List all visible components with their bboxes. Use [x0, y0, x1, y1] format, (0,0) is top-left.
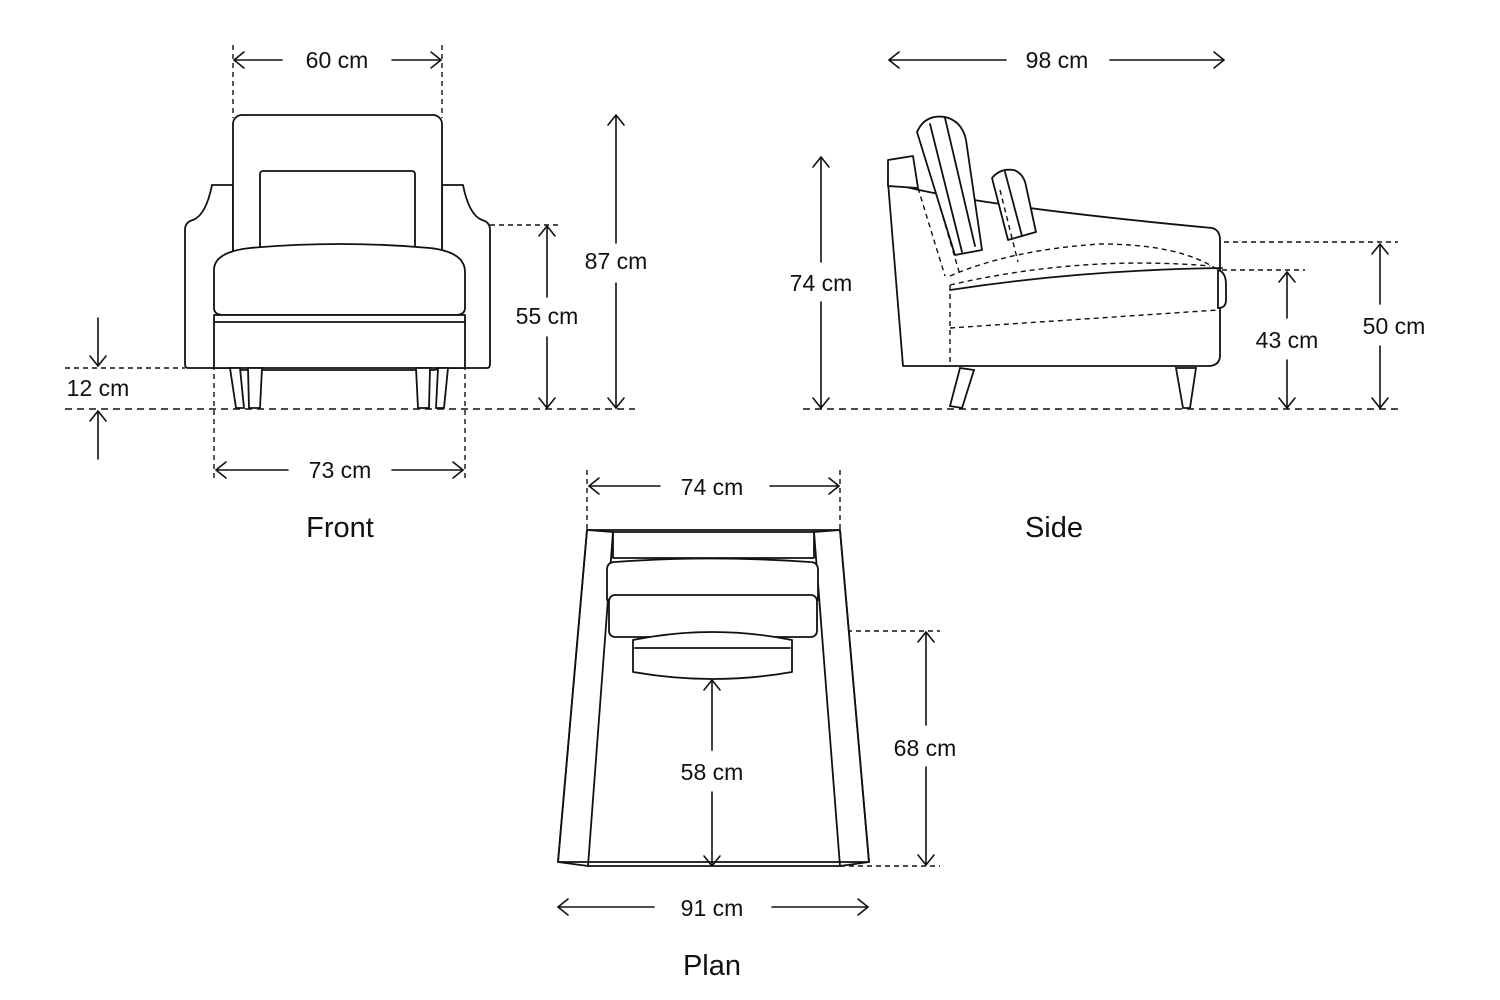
- side-outer-body: [887, 181, 1221, 367]
- dim-side-seat-height: 43 cm: [1256, 271, 1319, 409]
- dim-plan-seat-depth: 58 cm: [681, 679, 744, 867]
- side-leg-rear: [948, 366, 976, 410]
- plan-width-label: 91 cm: [681, 895, 744, 921]
- front-leg-height-label: 12 cm: [67, 375, 130, 401]
- front-height-label: 87 cm: [585, 248, 648, 274]
- side-hidden-bolster: [999, 189, 1019, 263]
- plan-back-width-label: 74 cm: [681, 474, 744, 500]
- dim-front-arm-height: 55 cm: [516, 225, 579, 409]
- side-hidden-seat-curve: [949, 262, 1211, 286]
- dim-plan-back-width: 74 cm: [588, 474, 840, 500]
- front-seat-cushion: [213, 243, 466, 316]
- front-arm-height-label: 55 cm: [516, 303, 579, 329]
- front-seat-base: [213, 314, 466, 369]
- side-arm-height-label: 50 cm: [1363, 313, 1426, 339]
- front-leg-right-inner: [415, 367, 431, 409]
- side-hidden-back-cushion: [917, 187, 946, 277]
- plan-back-cushion: [606, 557, 819, 601]
- front-width-label: 73 cm: [309, 457, 372, 483]
- front-leg-left-inner: [247, 367, 263, 409]
- side-arm-front: [1217, 269, 1227, 309]
- side-view-title: Side: [1025, 512, 1083, 544]
- dim-front-height: 87 cm: [585, 114, 648, 409]
- side-depth-label: 98 cm: [1026, 47, 1089, 73]
- side-back-cushion-seam-1: [929, 123, 963, 253]
- side-front-panel: [949, 267, 1223, 291]
- plan-bolster: [632, 631, 793, 680]
- plan-arm-depth-label: 68 cm: [894, 735, 957, 761]
- front-back-width-label: 60 cm: [306, 47, 369, 73]
- dim-side-arm-height: 50 cm: [1363, 243, 1426, 409]
- front-view: 60 cm 87 cm 55 cm 12 cm: [65, 45, 647, 544]
- dim-side-back-height: 74 cm: [790, 156, 853, 409]
- side-back-cushion-seam-2: [944, 117, 976, 247]
- dim-plan-width: 91 cm: [557, 895, 869, 921]
- dim-front-back-width: 60 cm: [233, 47, 442, 73]
- side-back-top-cap: [887, 155, 919, 189]
- side-bolster-seam: [1004, 171, 1023, 237]
- plan-seat-cushion: [608, 594, 818, 638]
- front-leg-left-outer: [228, 367, 245, 409]
- dim-front-width: 73 cm: [215, 457, 464, 483]
- plan-seat-depth-label: 58 cm: [681, 759, 744, 785]
- side-leg-front: [1174, 367, 1198, 409]
- side-back-height-label: 74 cm: [790, 270, 853, 296]
- side-hidden-seat-top: [949, 243, 1219, 277]
- side-seat-height-label: 43 cm: [1256, 327, 1319, 353]
- dim-side-depth: 98 cm: [888, 47, 1225, 73]
- plan-view-title: Plan: [683, 950, 741, 982]
- front-leg-right-outer: [435, 367, 449, 409]
- dim-front-leg-height: 12 cm: [67, 317, 130, 460]
- plan-view: 74 cm 58 cm 68 cm 91 cm Plan: [557, 470, 957, 982]
- side-hidden-back-cushion-2: [934, 189, 961, 276]
- plan-back-rail: [612, 531, 815, 559]
- dim-plan-arm-depth: 68 cm: [894, 631, 957, 866]
- side-view: 98 cm 74 cm 43 cm 50 cm Side: [790, 47, 1426, 544]
- side-back-cushion: [916, 115, 983, 256]
- front-view-title: Front: [306, 512, 374, 544]
